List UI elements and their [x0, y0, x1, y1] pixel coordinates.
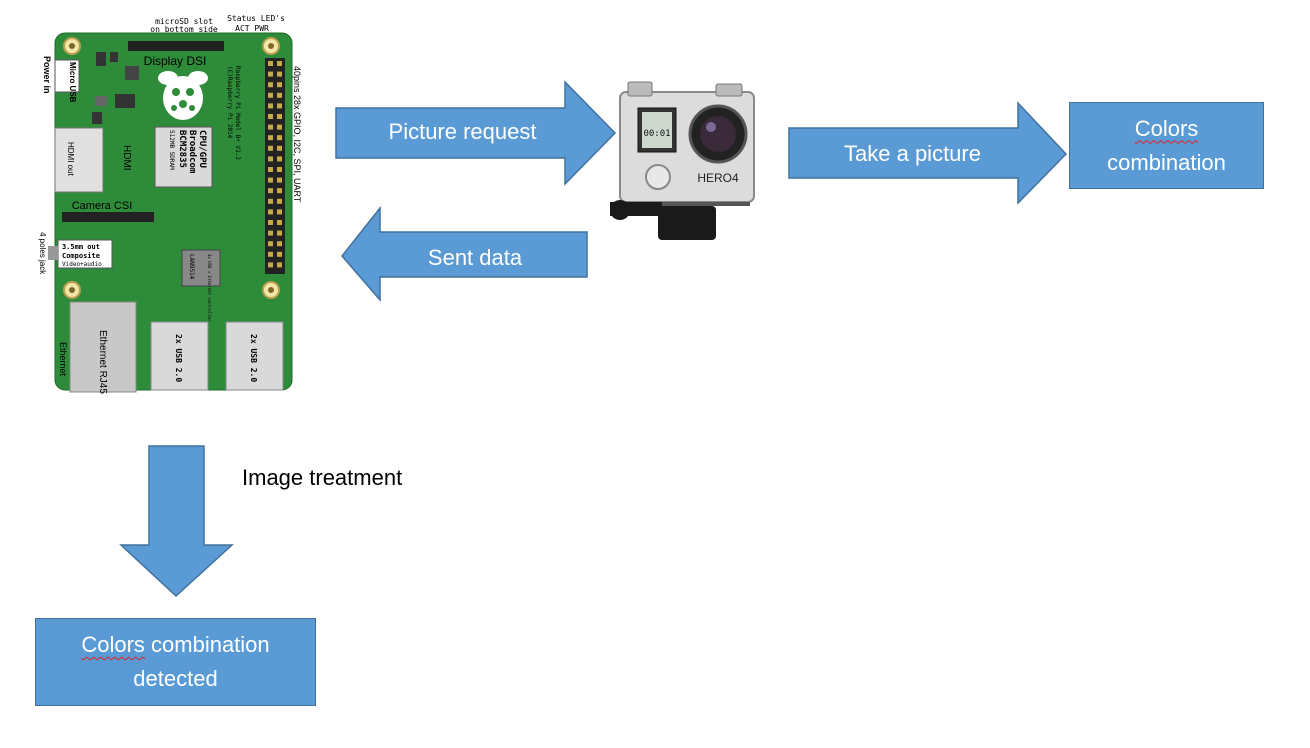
power-in-label: Power in — [42, 56, 52, 94]
gpio-pin — [277, 92, 282, 98]
colors-combination-box: Colors combination — [1069, 102, 1264, 189]
colors-word: Colors — [1134, 115, 1199, 141]
gpio-pin — [277, 82, 282, 88]
take-picture-label: Take a picture — [844, 141, 981, 166]
ethernet-rj45-label: Ethernet RJ45 — [97, 330, 108, 394]
rpi-model-label: Raspberry Pi Model B+ V1.2 — [234, 66, 241, 160]
gpio-pin — [268, 124, 273, 130]
gpio-pin — [277, 177, 282, 183]
picture-request-arrow — [335, 80, 617, 186]
lan-chip — [181, 249, 221, 287]
gpio-pin — [268, 262, 273, 268]
gpio-pin — [277, 156, 282, 162]
gpio-pin — [268, 82, 273, 88]
cpu-chip — [154, 126, 213, 188]
gpio-pin — [268, 230, 273, 236]
picture-request-label: Picture request — [388, 119, 537, 144]
hdmi-out-label: HDMI out — [66, 142, 75, 177]
image-treatment-label: Image treatment — [242, 465, 403, 490]
cpu-label-3: BCM2835 — [177, 130, 187, 168]
microsd-label: microSD slot — [155, 17, 213, 26]
gpio-pin — [268, 220, 273, 225]
gpio-pin — [277, 251, 282, 257]
detected-word: detected — [133, 666, 218, 691]
gpio-pin — [268, 167, 273, 172]
gpio-pin — [277, 241, 282, 247]
gpio-pin — [268, 156, 273, 162]
gpio-pin — [277, 124, 282, 130]
gpio-pin — [268, 241, 273, 247]
gpio-pin — [277, 198, 282, 204]
four-poles-label: 4 poles jack — [38, 232, 47, 275]
usb-controller-label: 4x USB + Ethernet controller — [207, 254, 212, 322]
ethernet-side-label: Ethernet — [58, 342, 68, 377]
camera-brand: HERO4 — [697, 171, 739, 185]
image-treatment-arrow — [119, 445, 234, 598]
gpio-pin — [277, 135, 282, 141]
micro-usb-label: Micro USB — [68, 62, 77, 103]
act-pwr-label: ACT PWR — [235, 24, 269, 33]
hdmi-port — [54, 127, 104, 193]
gpio-pin — [268, 61, 273, 66]
microsd-label-2: on bottom side — [150, 25, 218, 34]
gpio-pin — [277, 145, 282, 151]
gpio-pin — [268, 251, 273, 257]
gpio-pin — [268, 209, 273, 215]
gpio-pin — [277, 220, 282, 225]
gpio-pin — [277, 209, 282, 215]
gpio-pin — [277, 188, 282, 194]
display-dsi-label: Display DSI — [144, 54, 207, 68]
mounting-holes — [63, 37, 280, 299]
gpio-pin — [268, 188, 273, 194]
usb-port-1 — [150, 321, 209, 391]
combination-word: combination — [1107, 149, 1226, 175]
audio-label-2: Composite — [62, 252, 100, 260]
audio-jack — [57, 239, 113, 269]
gpio-label: 40pins 28x GPIO, I2C, SPI, UART — [292, 66, 302, 203]
gpio-pin — [268, 92, 273, 98]
cpu-label-1: CPU/GPU — [197, 130, 207, 168]
usb-label-2: 2x USB 2.0 — [249, 334, 258, 382]
lan-chip-label: LAN9514 — [188, 254, 195, 280]
shutter-button — [645, 164, 671, 190]
take-picture-arrow — [788, 101, 1068, 205]
gopro-camera: 00:01 HERO4 — [610, 81, 755, 240]
detected-combination-word: combination — [144, 632, 270, 657]
sent-data-arrow — [341, 205, 588, 303]
camera-screen-time: 00:01 — [643, 129, 670, 139]
gpio-pin — [268, 145, 273, 151]
gpio-pin — [268, 198, 273, 204]
gpio-pin — [268, 114, 273, 119]
gpio-pin — [268, 177, 273, 183]
gpio-pin — [277, 230, 282, 236]
usb-label-1: 2x USB 2.0 — [174, 334, 183, 382]
usb-port-2 — [225, 321, 284, 391]
ethernet-port — [69, 301, 137, 393]
audio-label-3: Video+audio — [62, 261, 102, 268]
hdmi-label: HDMI — [121, 145, 132, 171]
detected-colors-word: Colors — [81, 632, 145, 657]
status-leds-label: Status LED's — [227, 14, 285, 23]
gpio-pin — [268, 71, 273, 77]
colors-combination-detected-box: Colors combination detected — [35, 618, 316, 706]
gpio-pin — [268, 103, 273, 109]
rpi-copyright-label: (C)Raspberry Pi 2014 — [226, 66, 233, 139]
gpio-pin — [268, 135, 273, 141]
micro-usb-port — [54, 59, 80, 93]
raspberry-pi-board: microSD slot on bottom side Status LED's… — [38, 14, 302, 394]
gpio-pin — [277, 262, 282, 268]
audio-label-1: 3.5mm out — [62, 243, 100, 251]
gpio-pin — [277, 167, 282, 172]
camera-csi-label: Camera CSI — [72, 200, 133, 212]
gpio-pin — [277, 61, 282, 66]
camera-mount — [658, 206, 716, 240]
cpu-label-4: 512MB SDRAM — [168, 130, 175, 170]
gpio-pin — [277, 71, 282, 77]
gpio-pin — [277, 103, 282, 109]
cpu-label-2: Broadcom — [187, 130, 197, 174]
gpio-pin — [277, 114, 282, 119]
sent-data-label: Sent data — [427, 245, 523, 270]
